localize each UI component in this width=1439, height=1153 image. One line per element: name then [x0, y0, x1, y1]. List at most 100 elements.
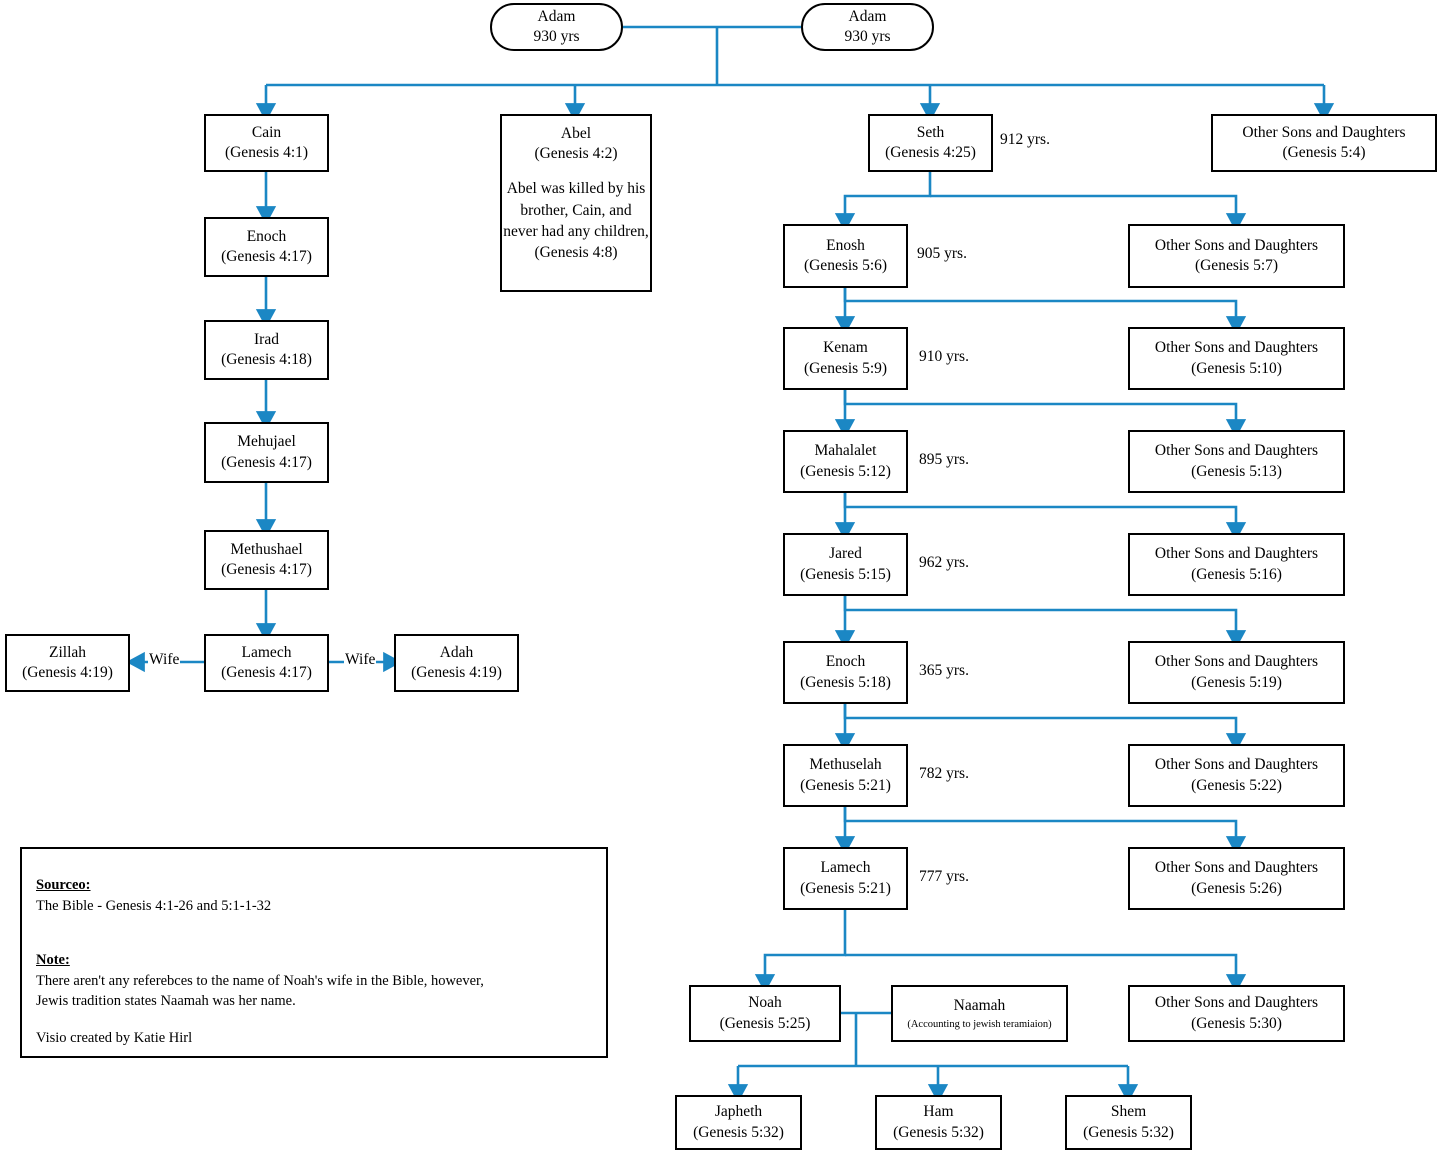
node-adam-right[interactable]: Adam 930 yrs [801, 3, 934, 51]
edge-enoch-osd522 [843, 704, 1247, 752]
node-ref: (Genesis 5:32) [1083, 1123, 1174, 1141]
age-label-mahalalet: 895 yrs. [919, 451, 969, 468]
node-japheth[interactable]: Japheth (Genesis 5:32) [675, 1095, 802, 1150]
node-other-sons-5-10[interactable]: Other Sons and Daughters (Genesis 5:10) [1128, 327, 1345, 390]
node-label: Shem [1110, 1103, 1147, 1121]
node-label: Adah [439, 643, 474, 661]
source-note-box: Sourceo: The Bible - Genesis 4:1-26 and … [20, 847, 608, 1058]
node-mehujael[interactable]: Mehujael (Genesis 4:17) [204, 422, 329, 483]
node-label: Cain [251, 123, 282, 141]
node-ref: (Genesis 4:17) [221, 453, 312, 471]
node-label: Noah [748, 994, 782, 1012]
node-label: Mehujael [237, 433, 296, 451]
node-ref: (Genesis 5:13) [1191, 462, 1282, 480]
legend-spacer [36, 916, 592, 950]
node-label: Jared [829, 545, 862, 563]
edge-seth-osd57 [930, 194, 1247, 232]
node-ref: (Genesis 4:17) [221, 664, 312, 681]
node-ref: (Genesis 5:15) [800, 565, 891, 583]
node-methushael[interactable]: Methushael (Genesis 4:17) [204, 530, 329, 590]
node-other-sons-5-19[interactable]: Other Sons and Daughters (Genesis 5:19) [1128, 641, 1345, 704]
age-label-enosh: 905 yrs. [917, 245, 967, 262]
node-other-sons-5-26[interactable]: Other Sons and Daughters (Genesis 5:26) [1128, 847, 1345, 910]
node-jared[interactable]: Jared (Genesis 5:15) [783, 533, 908, 596]
node-enoch-cain[interactable]: Enoch (Genesis 4:17) [204, 217, 329, 277]
node-note: Abel was killed by his brother, Cain, an… [503, 180, 649, 262]
edge-lamech-osd530 [845, 953, 1247, 993]
node-label: Other Sons and Daughters [1154, 859, 1319, 877]
node-label: Other Sons and Daughters [1242, 123, 1406, 141]
node-ref: (Genesis 5:21) [800, 879, 891, 897]
node-irad[interactable]: Irad (Genesis 4:18) [204, 320, 329, 380]
node-ref: (Genesis 4:17) [221, 561, 312, 578]
node-adah[interactable]: Adah (Genesis 4:19) [394, 634, 519, 692]
node-cain[interactable]: Cain (Genesis 4:1) [204, 114, 329, 172]
node-other-sons-5-16[interactable]: Other Sons and Daughters (Genesis 5:16) [1128, 533, 1345, 596]
node-ham[interactable]: Ham (Genesis 5:32) [875, 1095, 1002, 1150]
node-label: Japheth [714, 1103, 763, 1121]
node-other-sons-5-4[interactable]: Other Sons and Daughters (Genesis 5:4) [1211, 114, 1437, 172]
node-ref: (Genesis 4:2) [534, 145, 618, 163]
node-ref: (Genesis 5:6) [803, 257, 888, 274]
node-enosh[interactable]: Enosh (Genesis 5:6) [783, 224, 908, 288]
node-label: Adam [537, 7, 576, 25]
node-label: Zillah [48, 643, 87, 661]
node-ref: (Genesis 4:18) [221, 351, 312, 368]
edge-enosh-osd510 [843, 288, 1247, 335]
node-noah[interactable]: Noah (Genesis 5:25) [689, 985, 841, 1042]
node-other-sons-5-22[interactable]: Other Sons and Daughters (Genesis 5:22) [1128, 744, 1345, 807]
node-label: Other Sons and Daughters [1154, 994, 1319, 1012]
node-label: Mahalalet [814, 442, 877, 460]
node-ref: (Genesis 5:30) [1191, 1014, 1282, 1032]
node-ref: (Genesis 4:17) [221, 248, 312, 265]
node-mahalalet[interactable]: Mahalalet (Genesis 5:12) [783, 430, 908, 493]
node-lamech-seth[interactable]: Lamech (Genesis 5:21) [783, 847, 908, 910]
age-label-seth: 912 yrs. [1000, 131, 1050, 148]
node-abel[interactable]: Abel (Genesis 4:2) Abel was killed by hi… [500, 114, 652, 292]
node-label: Lamech [820, 859, 871, 877]
node-methuselah[interactable]: Methuselah (Genesis 5:21) [783, 744, 908, 807]
node-ref: (Genesis 4:19) [22, 664, 113, 681]
node-ref: (Genesis 5:12) [800, 462, 891, 480]
node-other-sons-5-13[interactable]: Other Sons and Daughters (Genesis 5:13) [1128, 430, 1345, 493]
node-ref: (Genesis 5:19) [1191, 673, 1282, 691]
node-label: Other Sons and Daughters [1154, 236, 1319, 254]
node-ref: (Genesis 5:22) [1191, 776, 1282, 794]
node-zillah[interactable]: Zillah (Genesis 4:19) [5, 634, 130, 692]
node-label: Enosh [826, 236, 865, 254]
node-naamah[interactable]: Naamah (Accounting to jewish teramiaion) [891, 985, 1068, 1042]
node-ref: (Genesis 5:4) [1282, 144, 1366, 161]
age-label-kenam: 910 yrs. [919, 348, 969, 365]
node-label: Adam [848, 7, 887, 25]
node-label: Enoch [246, 227, 287, 245]
node-ref: (Genesis 5:32) [893, 1123, 984, 1141]
node-ref: (Genesis 4:19) [411, 664, 502, 681]
age-label-enoch-seth: 365 yrs. [919, 662, 969, 679]
node-enoch-seth[interactable]: Enoch (Genesis 5:18) [783, 641, 908, 704]
node-adam-left[interactable]: Adam 930 yrs [490, 3, 623, 51]
edge-methuselah-osd526 [843, 807, 1247, 855]
note-heading: Note: [36, 952, 70, 969]
age-label-methuselah: 782 yrs. [919, 765, 969, 782]
node-ref: (Genesis 4:1) [224, 144, 309, 161]
node-other-sons-5-7[interactable]: Other Sons and Daughters (Genesis 5:7) [1128, 224, 1345, 288]
node-label: Enoch [825, 653, 866, 671]
node-ref: (Genesis 5:32) [693, 1123, 784, 1141]
node-ref: (Genesis 5:10) [1191, 359, 1282, 377]
node-label: Other Sons and Daughters [1154, 339, 1319, 357]
node-label: Abel [560, 125, 592, 142]
node-shem[interactable]: Shem (Genesis 5:32) [1065, 1095, 1192, 1150]
node-other-sons-5-30[interactable]: Other Sons and Daughters (Genesis 5:30) [1128, 985, 1345, 1042]
edge-label-wife-left: Wife [148, 651, 181, 669]
node-lamech-cain[interactable]: Lamech (Genesis 4:17) [204, 634, 329, 692]
node-label: Methuselah [809, 756, 882, 774]
node-kenam[interactable]: Kenam (Genesis 5:9) [783, 327, 908, 390]
node-seth[interactable]: Seth (Genesis 4:25) [868, 114, 993, 172]
node-label: Irad [254, 330, 279, 348]
edge-label-wife-right: Wife [344, 651, 377, 669]
node-label: Other Sons and Daughters [1154, 442, 1319, 460]
age-label-jared: 962 yrs. [919, 554, 969, 571]
node-label: Other Sons and Daughters [1154, 756, 1319, 774]
node-label: Methushael [230, 540, 303, 558]
